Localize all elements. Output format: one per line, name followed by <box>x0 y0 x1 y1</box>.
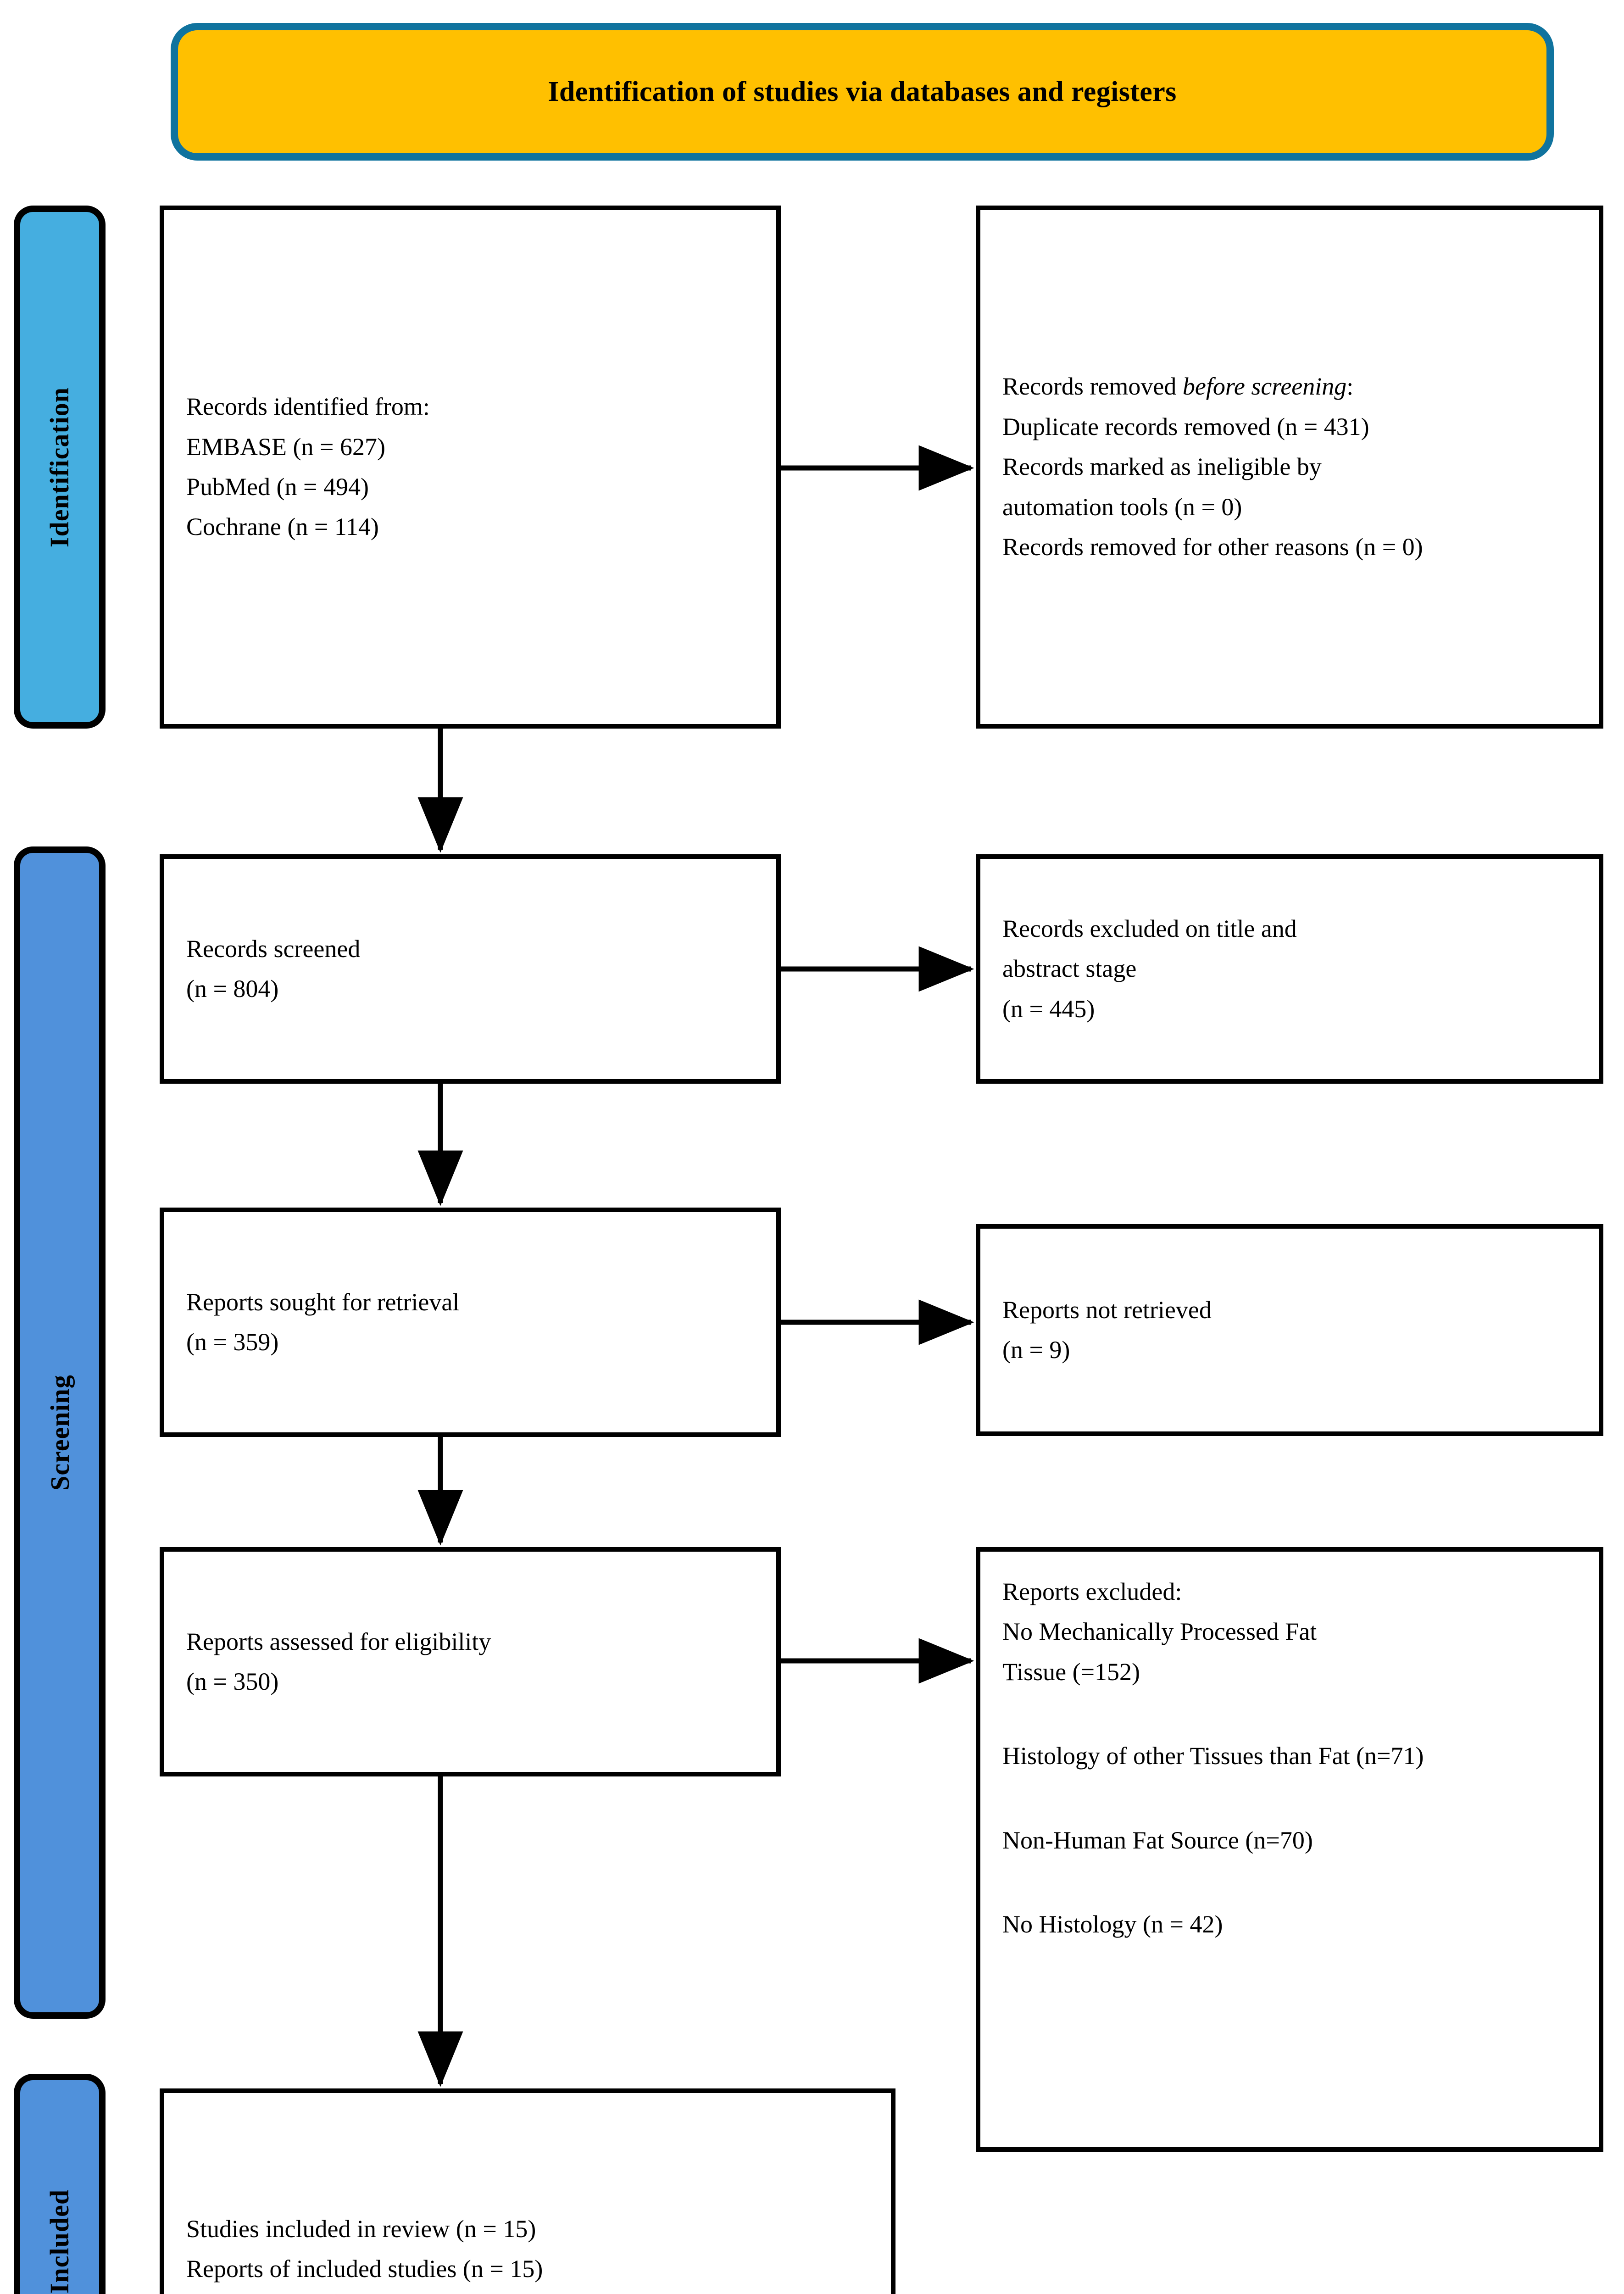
stage-label-included-text: Included <box>44 2189 75 2294</box>
box-line: Tissue (=152) <box>1002 1658 1140 1686</box>
box-records-identified: Records identified from: EMBASE (n = 627… <box>160 206 781 729</box>
box-reports-excluded: Reports excluded: No Mechanically Proces… <box>976 1547 1603 2152</box>
box-line-part: : <box>1346 373 1354 401</box>
box-records-excluded-title-abstract: Records excluded on title and abstract s… <box>976 854 1603 1084</box>
box-line: Reports excluded: <box>1002 1578 1182 1605</box>
box-line: (n = 804) <box>186 975 279 1002</box>
box-spacer <box>1002 1860 1577 1904</box>
box-line-italic: before screening <box>1182 373 1347 401</box>
stage-label-included: Included <box>14 2074 106 2294</box>
box-line: Reports not retrieved <box>1002 1296 1212 1324</box>
box-line: Reports assessed for eligibility <box>186 1627 491 1655</box>
box-records-screened: Records screened (n = 804) <box>160 854 781 1084</box>
box-line: (n = 350) <box>186 1668 279 1695</box>
box-line: Reports sought for retrieval <box>186 1288 460 1316</box>
box-line-emphasis: Records removed before screening: <box>1002 367 1577 406</box>
box-line: Records excluded on title and <box>1002 914 1297 942</box>
stage-label-screening: Screening <box>14 846 106 2019</box>
stage-label-identification-text: Identification <box>44 387 75 547</box>
box-studies-included: Studies included in review (n = 15) Repo… <box>160 2088 895 2294</box>
box-line: abstract stage <box>1002 955 1137 983</box>
box-spacer <box>1002 1776 1577 1821</box>
box-line: No Histology (n = 42) <box>1002 1910 1223 1938</box>
box-line-part: Records removed <box>1002 373 1183 401</box>
box-spacer <box>1002 1692 1577 1736</box>
box-line: Non-Human Fat Source (n=70) <box>1002 1826 1313 1854</box>
box-line: PubMed (n = 494) <box>186 473 369 501</box>
box-line: Duplicate records removed (n = 431) <box>1002 412 1369 440</box>
box-line: No Mechanically Processed Fat <box>1002 1618 1317 1646</box>
page-title: Identification of studies via databases … <box>548 76 1177 107</box>
box-line: (n = 9) <box>1002 1336 1070 1364</box>
box-reports-not-retrieved: Reports not retrieved (n = 9) <box>976 1224 1603 1436</box>
box-reports-sought-for-retrieval: Reports sought for retrieval (n = 359) <box>160 1208 781 1437</box>
box-line: Records screened <box>186 935 361 963</box>
box-line: (n = 445) <box>1002 995 1095 1023</box>
box-line: EMBASE (n = 627) <box>186 433 385 461</box>
box-line: Cochrane (n = 114) <box>186 513 379 541</box>
box-line: Studies included in review (n = 15) <box>186 2215 536 2243</box>
box-line: automation tools (n = 0) <box>1002 493 1242 521</box>
box-line: Reports of included studies (n = 15) <box>186 2255 543 2283</box>
box-line: Records removed for other reasons (n = 0… <box>1002 533 1423 561</box>
stage-label-identification: Identification <box>14 206 106 729</box>
box-line: Records marked as ineligible by <box>1002 453 1322 481</box>
header-banner: Identification of studies via databases … <box>171 23 1554 161</box>
box-line: Records identified from: <box>186 393 430 421</box>
box-line: (n = 359) <box>186 1328 279 1356</box>
box-records-removed-before-screening: Records removed before screening: Duplic… <box>976 206 1603 729</box>
box-line: Histology of other Tissues than Fat (n=7… <box>1002 1742 1424 1770</box>
stage-label-screening-text: Screening <box>44 1375 75 1491</box>
box-reports-assessed-for-eligibility: Reports assessed for eligibility (n = 35… <box>160 1547 781 1776</box>
